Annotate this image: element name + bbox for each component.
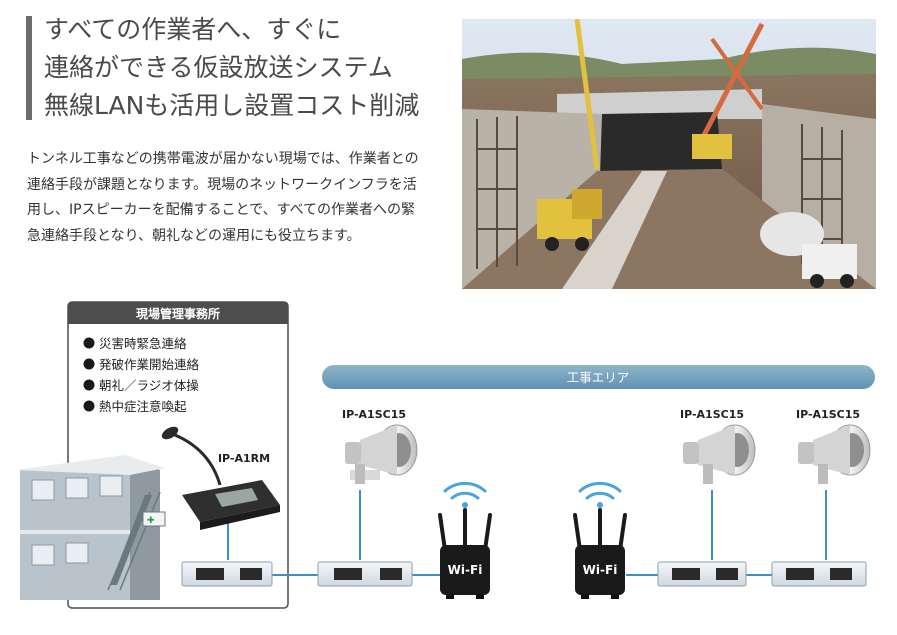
tunnel-construction-photo (462, 19, 876, 289)
speaker-2-label: IP-A1SC15 (680, 408, 744, 421)
office-use-item: 災害時緊急連絡 (99, 336, 187, 351)
microphone-label: IP-A1RM (218, 452, 270, 465)
wifi-1-label: Wi-Fi (448, 563, 483, 577)
wifi-2-label: Wi-Fi (583, 563, 618, 577)
wifi-signal-icon (443, 481, 487, 500)
office-building-icon: ✚ (15, 455, 166, 600)
office-use-item: 発破作業開始連絡 (99, 357, 200, 372)
network-switch-4 (771, 561, 867, 587)
headline-line-1: すべての作業者へ、すぐに (44, 15, 342, 44)
headline: すべての作業者へ、すぐに 連絡ができる仮設放送システム 無線LANも活用し設置コ… (26, 14, 446, 124)
speaker-1-label: IP-A1SC15 (342, 408, 406, 421)
exit-sign-icon: ✚ (147, 516, 155, 526)
office-use-item: 朝礼／ラジオ体操 (99, 378, 199, 393)
area-label: 工事エリア (567, 370, 630, 385)
network-switch-2 (317, 561, 413, 587)
description-paragraph: トンネル工事などの携帯電波が届かない現場では、作業者との連絡手段が課題となります… (27, 151, 419, 244)
wifi-signal-icon (578, 481, 622, 500)
wifi-router-2: Wi-Fi (573, 481, 627, 599)
office-title: 現場管理事務所 (136, 306, 220, 321)
network-cables (227, 490, 827, 576)
ip-speaker-2: IP-A1SC15 (680, 408, 756, 484)
office-uses-list: 災害時緊急連絡 発破作業開始連絡 朝礼／ラジオ体操 熱中症注意喚起 (83, 336, 200, 414)
construction-area-bar: 工事エリア (322, 365, 875, 389)
headline-line-3: 無線LANも活用し設置コスト削減 (44, 91, 420, 120)
office-use-item: 熱中症注意喚起 (99, 399, 187, 414)
network-switch-1 (181, 561, 273, 587)
microphone-console-ip-a1rm: IP-A1RM (161, 426, 280, 530)
headline-accent-bar (26, 16, 32, 120)
ip-speaker-1: IP-A1SC15 (342, 408, 418, 484)
ip-speaker-3: IP-A1SC15 (796, 408, 871, 484)
network-switch-3 (657, 561, 747, 587)
speaker-3-label: IP-A1SC15 (796, 408, 860, 421)
headline-line-2: 連絡ができる仮設放送システム (44, 53, 393, 82)
wifi-router-1: Wi-Fi (438, 481, 492, 599)
